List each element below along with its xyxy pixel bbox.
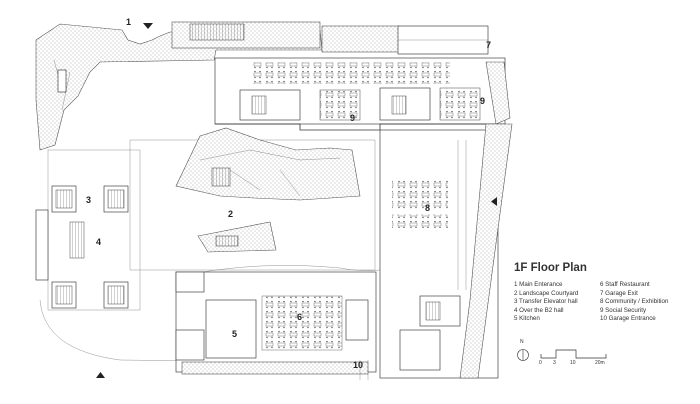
landscape-hatch-northwest bbox=[35, 23, 323, 151]
plan-number-9-east: 9 bbox=[480, 96, 485, 106]
plan-number-9-west: 9 bbox=[350, 113, 355, 123]
legend-column-right: 6 Staff Restaurant 7 Garage Exit 8 Commu… bbox=[600, 281, 668, 324]
legend-item: 6 Staff Restaurant bbox=[600, 281, 650, 288]
exhibition-tables-upper bbox=[392, 180, 448, 210]
legend-item: 1 Main Enterance bbox=[514, 281, 563, 288]
courtyard-path bbox=[179, 265, 381, 277]
scale-tick-10: 10 bbox=[570, 360, 576, 366]
plan-title: 1F Floor Plan bbox=[514, 262, 587, 274]
entrance-arrow-north bbox=[143, 23, 153, 29]
plan-number-2: 2 bbox=[228, 209, 233, 219]
legend-item: 3 Transfer Elevator hall bbox=[514, 298, 578, 306]
legend-column-left: 1 Main Enterance 2 Landscape Courtyard 3… bbox=[514, 281, 578, 324]
west-curved-path bbox=[39, 299, 301, 363]
entrance-arrow-southwest bbox=[96, 372, 105, 378]
plan-number-4: 4 bbox=[96, 237, 101, 247]
courtyard-planting-north bbox=[175, 127, 361, 201]
northwest-ramp bbox=[57, 69, 67, 93]
plan-number-7: 7 bbox=[486, 40, 491, 50]
plan-number-3: 3 bbox=[86, 195, 91, 205]
legend-item: 2 Landscape Courtyard bbox=[514, 289, 579, 297]
legend-item: 4 Over the B2 hall bbox=[514, 306, 564, 314]
scale-tick-3: 3 bbox=[553, 360, 556, 366]
east-diagonal-hatch bbox=[459, 123, 513, 379]
legend-item: 9 Social Security bbox=[600, 306, 647, 314]
plan-number-6: 6 bbox=[297, 312, 302, 322]
kitchen bbox=[205, 299, 257, 359]
plan-number-5: 5 bbox=[232, 329, 237, 339]
legend-item: 7 Garage Exit bbox=[600, 289, 638, 297]
social-security-seating bbox=[250, 62, 450, 84]
south-hatch bbox=[181, 361, 369, 375]
north-strip-slats bbox=[189, 23, 245, 41]
scale-tick-0: 0 bbox=[539, 360, 542, 366]
courtyard-stair bbox=[211, 167, 231, 187]
plan-number-10: 10 bbox=[353, 360, 363, 370]
entrance-arrow-east bbox=[491, 197, 497, 206]
legend-item: 10 Garage Entrance bbox=[600, 315, 656, 323]
plan-number-8: 8 bbox=[425, 203, 430, 213]
scale-tick-20m: 20m bbox=[595, 360, 605, 366]
legend-item: 5 Kitchen bbox=[514, 315, 540, 323]
exhibition-tables-lower bbox=[392, 214, 448, 228]
legend-item: 8 Community / Exhibition bbox=[600, 298, 669, 306]
north-label: N bbox=[520, 339, 524, 345]
scale-bar bbox=[540, 349, 607, 359]
courtyard-outline bbox=[129, 139, 376, 271]
east-hatch-edge bbox=[485, 61, 511, 125]
top-right-hatch bbox=[321, 25, 401, 53]
staff-restaurant-tables bbox=[261, 295, 343, 351]
b2-hall-escalator bbox=[69, 221, 85, 259]
plan-number-1: 1 bbox=[126, 17, 131, 27]
